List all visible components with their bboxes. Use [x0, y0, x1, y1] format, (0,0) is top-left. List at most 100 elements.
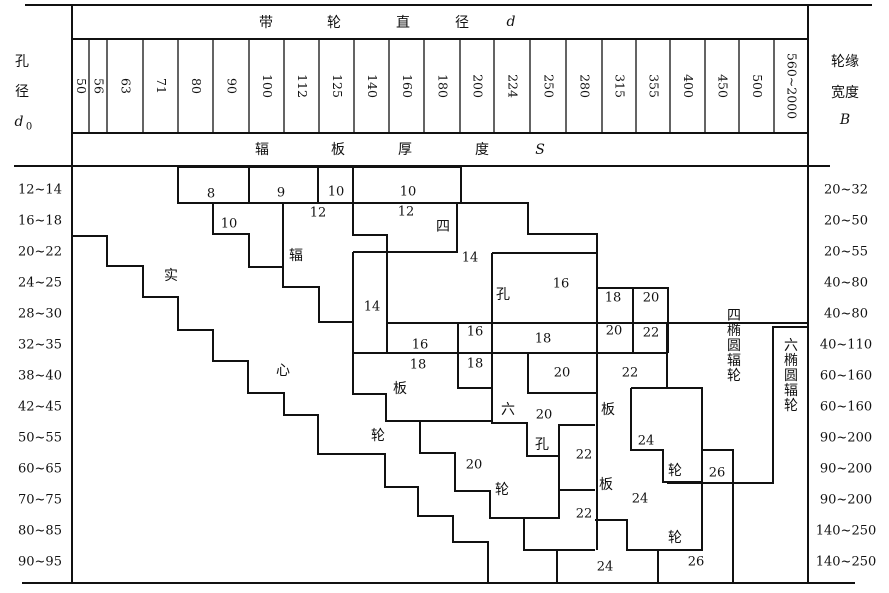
- diameter-title-char: 径: [455, 15, 469, 31]
- diameter-column-header: 112: [295, 74, 310, 98]
- diameter-column-header: 160: [400, 74, 415, 98]
- diameter-title-char: 带: [259, 15, 273, 31]
- web-label: 辐: [289, 248, 303, 264]
- bore-row-labels: 12~1416~1820~2224~2528~3032~3538~4042~45…: [18, 183, 62, 570]
- diameter-header: 带 轮 直 径 d: [259, 14, 516, 31]
- bore-row-label: 16~18: [18, 214, 62, 229]
- diameter-column-header: 180: [436, 74, 451, 98]
- thickness-value: 18: [535, 332, 552, 347]
- diameter-column-header: 224: [506, 74, 521, 98]
- rim-width-value: 40~110: [820, 338, 872, 353]
- thickness-value: 16: [467, 325, 484, 340]
- diameter-column-header: 280: [578, 74, 593, 98]
- diameter-column-header: 100: [260, 74, 275, 98]
- rim-width-value: 40~80: [824, 276, 868, 291]
- thickness-value: 16: [412, 338, 429, 353]
- diameter-symbol: d: [507, 14, 516, 30]
- thickness-value: 18: [467, 357, 484, 372]
- thickness-value: 9: [277, 186, 285, 201]
- rim-header: 轮缘 宽度 B: [831, 54, 859, 128]
- bore-row-label: 50~55: [18, 431, 62, 446]
- six-hole-label: 六: [501, 402, 515, 418]
- thickness-value: 8: [207, 187, 215, 202]
- solid-label: 轮: [371, 428, 385, 444]
- diameter-column-header: 315: [613, 74, 628, 98]
- thickness-value: 26: [688, 555, 705, 570]
- thickness-value: 24: [632, 492, 649, 507]
- thickness-value: 24: [597, 560, 614, 575]
- bore-label-char: 孔: [15, 54, 29, 70]
- thickness-symbol: S: [535, 142, 545, 158]
- thickness-value: 18: [410, 358, 427, 373]
- rim-width-value: 90~200: [820, 462, 872, 477]
- rim-width-value: 90~200: [820, 493, 872, 508]
- thickness-value: 12: [398, 205, 415, 220]
- thickness-value: 22: [643, 326, 660, 341]
- rim-width-value: 140~250: [816, 524, 877, 539]
- six-hole-label: 孔: [535, 437, 549, 453]
- rim-label-line: 轮缘: [831, 54, 859, 70]
- bore-row-label: 12~14: [18, 183, 62, 198]
- rim-width-value: 20~55: [824, 245, 868, 260]
- thickness-value: 10: [221, 217, 238, 232]
- thickness-value: 18: [605, 291, 622, 306]
- rim-width-value: 60~160: [820, 400, 872, 415]
- bore-row-label: 80~85: [18, 524, 62, 539]
- solid-label: 实: [164, 268, 178, 284]
- thickness-value: 22: [576, 507, 593, 522]
- rim-width-value: 140~250: [816, 555, 877, 570]
- diameter-column-header: 125: [330, 74, 345, 98]
- thickness-header: 辐 板 厚 度 S: [255, 142, 545, 158]
- thickness-value: 22: [576, 448, 593, 463]
- thickness-value: 26: [709, 466, 726, 481]
- rim-width-value: 20~32: [824, 183, 868, 198]
- rim-width-value: 60~160: [820, 369, 872, 384]
- diameter-column-header: 50: [74, 78, 89, 94]
- rim-label-line: 宽度: [831, 84, 859, 101]
- bore-row-label: 70~75: [18, 493, 62, 508]
- rim-width-value: 90~200: [820, 431, 872, 446]
- thickness-value: 20: [643, 291, 660, 306]
- bore-header: 孔 径 d 0: [15, 54, 33, 133]
- web-wheel-label: 板: [601, 402, 615, 418]
- thickness-title-char: 厚: [398, 142, 412, 158]
- four-hole-label: 孔: [496, 287, 510, 303]
- thickness-title-char: 度: [475, 142, 489, 158]
- thickness-value: 20: [554, 366, 571, 381]
- bore-row-label: 90~95: [18, 555, 62, 570]
- thickness-value: 20: [536, 408, 553, 423]
- thickness-value: 14: [364, 300, 381, 315]
- web-wheel-label: 轮: [668, 463, 682, 479]
- thickness-value: 14: [462, 251, 479, 266]
- diameter-column-header: 560~2000: [785, 53, 800, 119]
- thickness-value: 16: [553, 277, 570, 292]
- diameter-column-header: 56: [92, 78, 107, 94]
- bore-subscript: 0: [26, 122, 32, 133]
- bore-row-label: 60~65: [18, 462, 62, 477]
- bore-row-label: 42~45: [18, 400, 62, 415]
- web-wheel-label: 轮: [668, 530, 682, 546]
- bore-symbol: d: [15, 114, 24, 130]
- rim-symbol: B: [839, 112, 850, 128]
- bore-label-char: 径: [15, 84, 29, 100]
- diameter-column-header: 90: [225, 78, 240, 94]
- four-hole-label: 四: [436, 219, 450, 235]
- diameter-column-header: 80: [189, 78, 204, 94]
- diameter-column-header: 355: [647, 74, 662, 98]
- six-ellipse-spoke-label: 六椭圆辐轮: [782, 338, 798, 413]
- rim-width-value: 40~80: [824, 307, 868, 322]
- region-labels: 实 心 轮 辐 板 四 孔 六 孔 轮 板 轮 板 轮 四椭圆辐轮 六椭圆辐轮: [164, 219, 798, 546]
- thickness-values: 8 9 10 10 12 12 10 14 16 18 20 14 16 16 …: [207, 185, 725, 575]
- diameter-column-header: 71: [154, 78, 169, 94]
- thickness-value: 10: [400, 185, 417, 200]
- thickness-title-char: 辐: [255, 142, 269, 158]
- diameter-column-header: 400: [681, 74, 696, 98]
- diameter-column-header: 200: [471, 74, 486, 98]
- bore-row-label: 24~25: [18, 276, 62, 291]
- four-ellipse-spoke-label: 四椭圆辐轮: [725, 308, 741, 383]
- region-boundaries: [72, 166, 808, 583]
- bore-row-label: 20~22: [18, 245, 62, 260]
- web-wheel-label: 板: [599, 477, 613, 493]
